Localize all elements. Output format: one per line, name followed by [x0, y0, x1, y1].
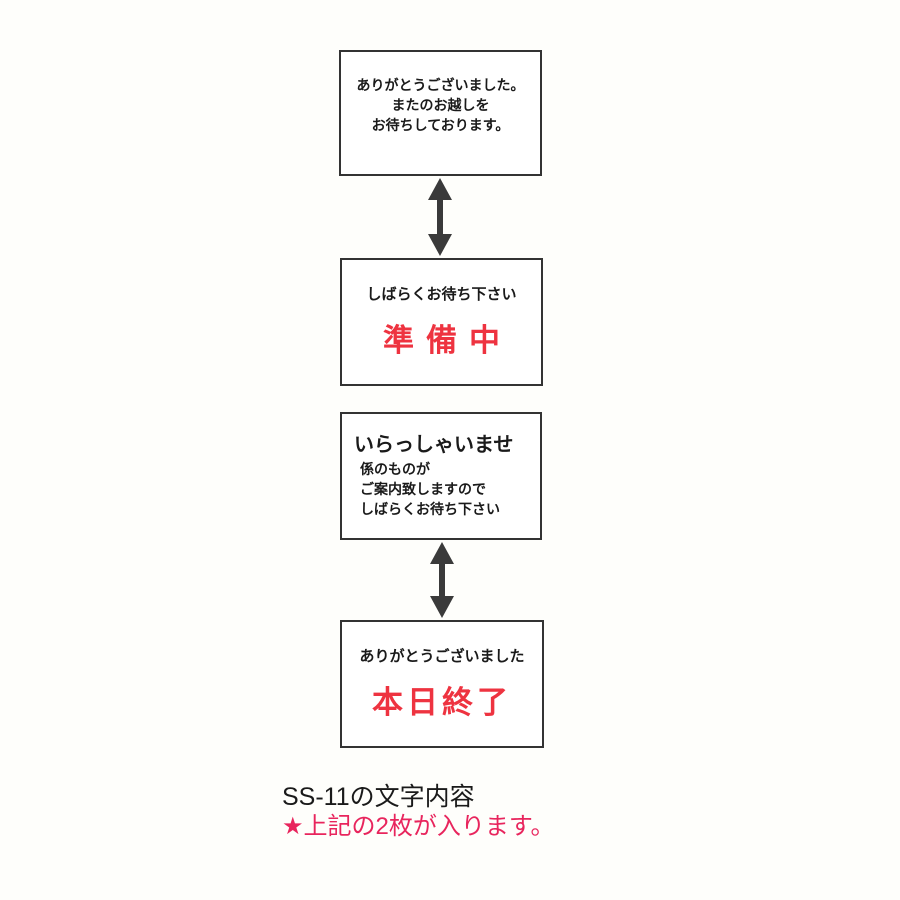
sign4-small-text: ありがとうございました [359, 647, 525, 665]
sign2-small-text: しばらくお待ち下さい [366, 285, 517, 303]
sign-preparing: しばらくお待ち下さい 準備中 [340, 258, 543, 386]
sign1-line-3: お待ちしております。 [371, 118, 510, 134]
sign1-line-1: ありがとうございました。 [356, 78, 525, 94]
sign3-line-2: ご案内致しますので [360, 482, 486, 498]
sign-thank-you-come-again: ありがとうございました。 またのお越しを お待ちしております。 [339, 50, 542, 176]
double-arrow-icon [430, 542, 454, 618]
caption-product-contents: SS-11の文字内容 [282, 783, 475, 811]
double-arrow-icon [428, 178, 452, 256]
caption: SS-11の文字内容 ★上記の2枚が入ります。 [282, 782, 554, 842]
sign3-title: いらっしゃいませ [354, 432, 514, 456]
sign4-big-text: 本日終了 [372, 685, 512, 721]
sign1-line-2: またのお越しを [391, 98, 490, 114]
sign3-line-1: 係のものが [360, 462, 430, 478]
sign3-line-3: しばらくお待ち下さい [360, 502, 500, 518]
sign2-big-text: 準備中 [383, 323, 512, 359]
sign-closed-today: ありがとうございました 本日終了 [340, 620, 544, 748]
sign-welcome: いらっしゃいませ 係のものが ご案内致しますので しばらくお待ち下さい [340, 412, 542, 540]
caption-note: ★上記の2枚が入ります。 [282, 813, 555, 840]
